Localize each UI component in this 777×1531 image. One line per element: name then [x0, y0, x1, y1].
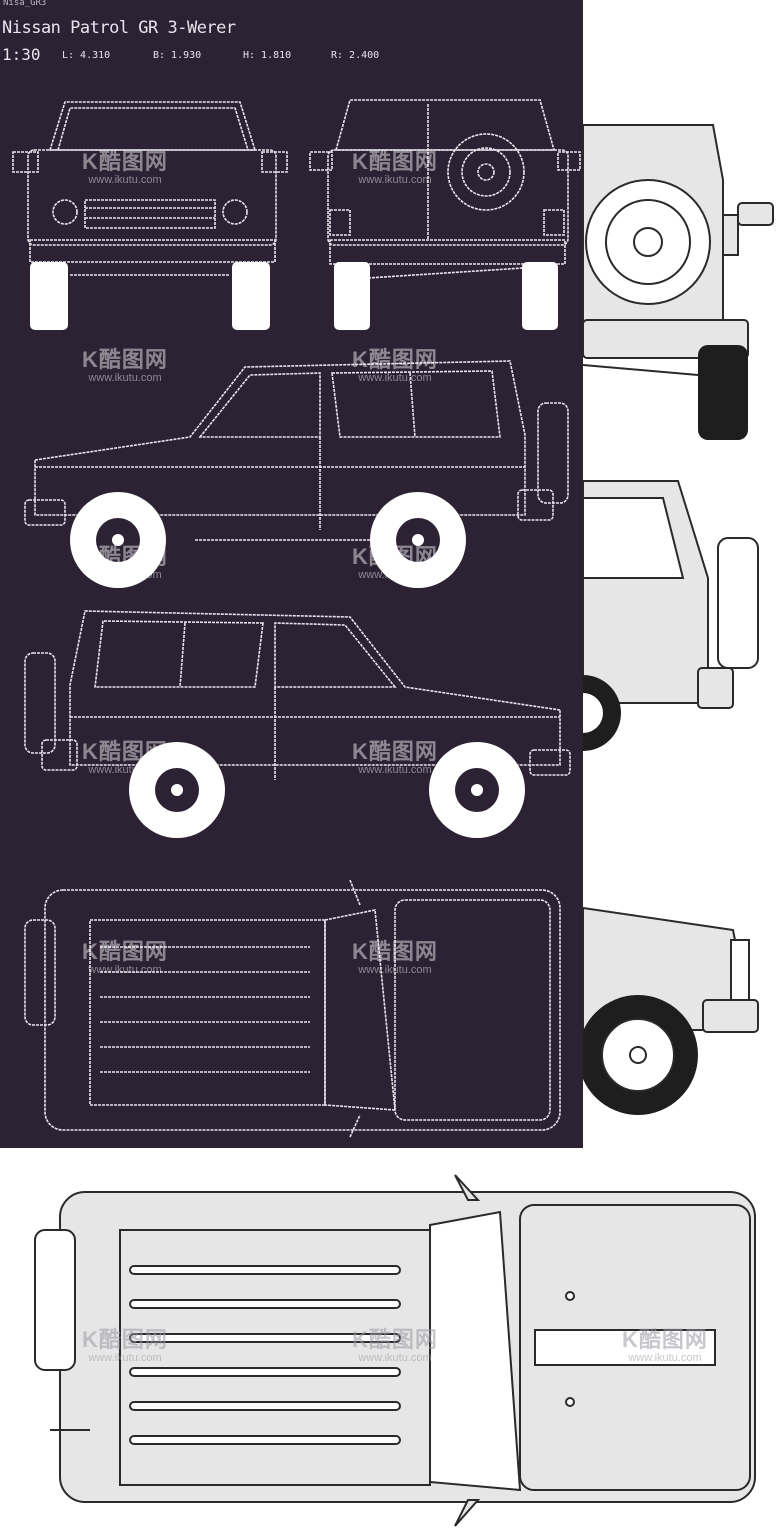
- front-closeup-drawing: [583, 906, 759, 1115]
- side-closeup-drawing: [583, 480, 759, 751]
- blueprint-panel: Nisa_GR3 Nissan Patrol GR 3-Werer 1:30 L…: [0, 0, 583, 1148]
- top-view-drawing: [24, 879, 561, 1138]
- top-view-gray-drawing: [34, 1174, 756, 1527]
- scale-label: 1:30: [2, 45, 41, 64]
- length-dimension: L: 4.310: [62, 50, 111, 61]
- blueprint-title: Nissan Patrol GR 3-Werer: [2, 18, 236, 38]
- file-tag: Nisa_GR3: [3, 0, 47, 8]
- rear-closeup-drawing: [583, 124, 774, 440]
- front-view-drawing: [12, 101, 288, 330]
- height-dimension: H: 1.810: [243, 50, 292, 61]
- width-dimension: B: 1.930: [153, 50, 202, 61]
- rear-view-drawing: [309, 99, 581, 330]
- left-side-view-drawing: [24, 360, 569, 588]
- wheelbase-dimension: R: 2.400: [331, 50, 380, 61]
- right-side-view-drawing: [24, 610, 571, 838]
